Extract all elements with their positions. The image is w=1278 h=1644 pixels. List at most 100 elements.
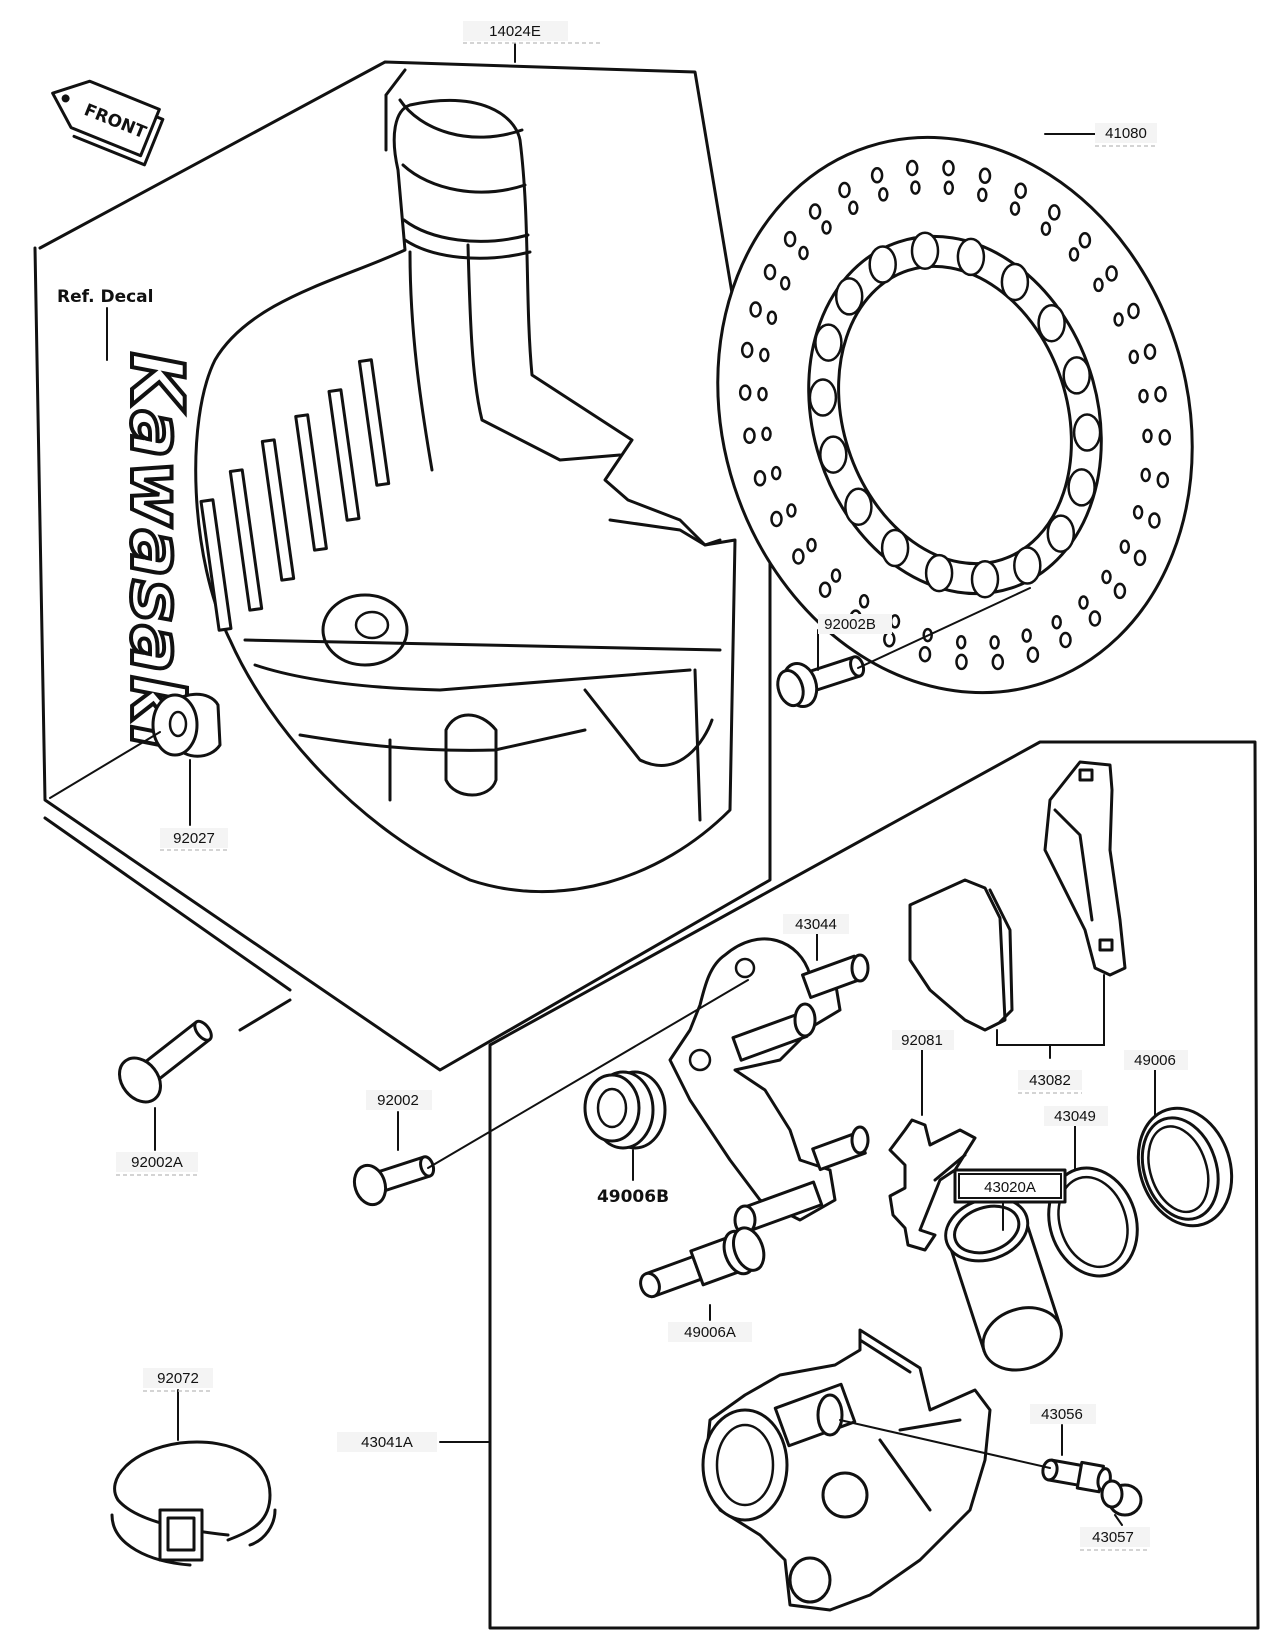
- disc-hole: [830, 568, 842, 583]
- disc-hole: [844, 487, 873, 527]
- disc-hole: [977, 187, 988, 203]
- disc-hole: [1037, 303, 1066, 343]
- disc-hole: [798, 245, 809, 261]
- disc-hole: [834, 277, 864, 316]
- disc-hole: [779, 276, 791, 291]
- front-arrow-icon: FRONT: [51, 79, 165, 167]
- svg-text:41080: 41080: [1105, 125, 1147, 142]
- label-41080: 41080: [1095, 123, 1157, 147]
- disc-hole: [808, 203, 822, 220]
- label-14024E: 14024E: [463, 21, 600, 44]
- disc-hole: [1026, 646, 1040, 663]
- disc-hole: [989, 635, 1000, 650]
- disc-hole: [868, 245, 897, 284]
- part-labels: 14024E 41080 92002B 92027 43044 92081 43…: [116, 21, 1188, 1551]
- disc-hole: [770, 510, 783, 528]
- disc-hole: [910, 180, 921, 195]
- label-92027: 92027: [160, 828, 228, 851]
- disc-hole: [918, 645, 932, 663]
- disc-hole: [1143, 343, 1157, 360]
- disc-hole: [1119, 539, 1131, 554]
- disc-hole: [1128, 349, 1140, 365]
- label-49006: 49006: [1124, 1050, 1188, 1070]
- disc-hole: [1138, 388, 1149, 404]
- disc-hole: [749, 301, 762, 318]
- disc-hole: [1101, 569, 1112, 585]
- disc-hole: [943, 180, 955, 196]
- cooling-fins: [199, 358, 391, 632]
- disc-inner-holes: [808, 231, 1102, 599]
- disc-hole: [1009, 201, 1021, 216]
- disc-hole: [743, 427, 756, 445]
- disc-hole: [814, 323, 843, 362]
- disc-hole: [1040, 221, 1052, 236]
- label-43049: 43049: [1044, 1106, 1108, 1126]
- label-92002: 92002: [366, 1090, 432, 1110]
- disc-hole: [1014, 182, 1027, 199]
- disc-hole: [770, 465, 782, 481]
- disc-hole: [1148, 512, 1161, 529]
- disc-hole: [766, 310, 778, 325]
- disc-hole: [1142, 428, 1153, 444]
- disc-hole: [838, 181, 851, 199]
- caliper-frame: [488, 740, 1260, 1630]
- disc-hole: [848, 200, 859, 216]
- disc-hole: [806, 537, 817, 553]
- disc-hole: [1154, 385, 1167, 403]
- disc-hole: [1048, 204, 1061, 221]
- hose-clamp-92072: [110, 1440, 277, 1567]
- svg-text:92002: 92002: [377, 1092, 419, 1109]
- disc-hole: [1078, 232, 1092, 249]
- disc-hole: [1013, 546, 1042, 585]
- bleeder-43056: [1041, 1458, 1112, 1494]
- brake-pad-43082-b: [1043, 760, 1127, 977]
- disc-hole: [786, 503, 797, 518]
- disc-hole: [753, 470, 767, 487]
- brake-disc-41080: [716, 135, 1194, 695]
- disc-hole: [1132, 505, 1144, 520]
- svg-text:49006A: 49006A: [684, 1324, 736, 1341]
- disc-hole: [1133, 549, 1147, 567]
- label-43020A: 43020A: [984, 1179, 1036, 1196]
- disc-hole: [924, 553, 954, 593]
- disc-hole: [1078, 595, 1089, 610]
- disc-hole: [808, 378, 838, 417]
- svg-text:43057: 43057: [1092, 1529, 1134, 1546]
- svg-text:43049: 43049: [1054, 1108, 1096, 1125]
- disc-hole: [878, 187, 889, 202]
- cap-43057: [1100, 1479, 1143, 1517]
- disc-hole: [955, 634, 967, 650]
- disc-hole: [1051, 614, 1062, 630]
- disc-hole: [1127, 302, 1140, 320]
- disc-hole: [1093, 277, 1104, 293]
- svg-text:43044: 43044: [795, 916, 837, 933]
- disc-hole: [910, 231, 940, 271]
- disc-hole: [792, 548, 805, 565]
- svg-text:92072: 92072: [157, 1370, 199, 1387]
- disc-outer-holes: [738, 159, 1172, 671]
- disc-hole: [1156, 471, 1170, 489]
- caliper-body-43041A: [701, 1328, 992, 1612]
- disc-hole: [880, 528, 910, 568]
- label-92081: 92081: [892, 1030, 954, 1050]
- label-92002B: 92002B: [818, 614, 892, 634]
- svg-text:92002A: 92002A: [131, 1154, 183, 1171]
- disc-hole: [1105, 265, 1118, 282]
- brake-pad-43082-a: [908, 878, 1014, 1032]
- ref-decal-label: Ref. Decal: [57, 287, 153, 307]
- disc-hole: [783, 230, 797, 248]
- label-49006A: 49006A: [668, 1322, 752, 1342]
- svg-text:43020A: 43020A: [984, 1179, 1036, 1196]
- svg-text:92027: 92027: [173, 830, 215, 847]
- svg-text:92002B: 92002B: [824, 616, 876, 633]
- hub-cover-frame: [33, 60, 772, 1072]
- hub-cover-part: [194, 68, 737, 894]
- disc-hole: [1068, 247, 1080, 262]
- disc-hole: [740, 341, 754, 359]
- svg-text:14024E: 14024E: [489, 23, 541, 40]
- disc-hole: [763, 263, 777, 281]
- bolt-92002B: [776, 655, 866, 708]
- piston-43020A: [944, 1196, 1063, 1372]
- svg-text:43082: 43082: [1029, 1072, 1071, 1089]
